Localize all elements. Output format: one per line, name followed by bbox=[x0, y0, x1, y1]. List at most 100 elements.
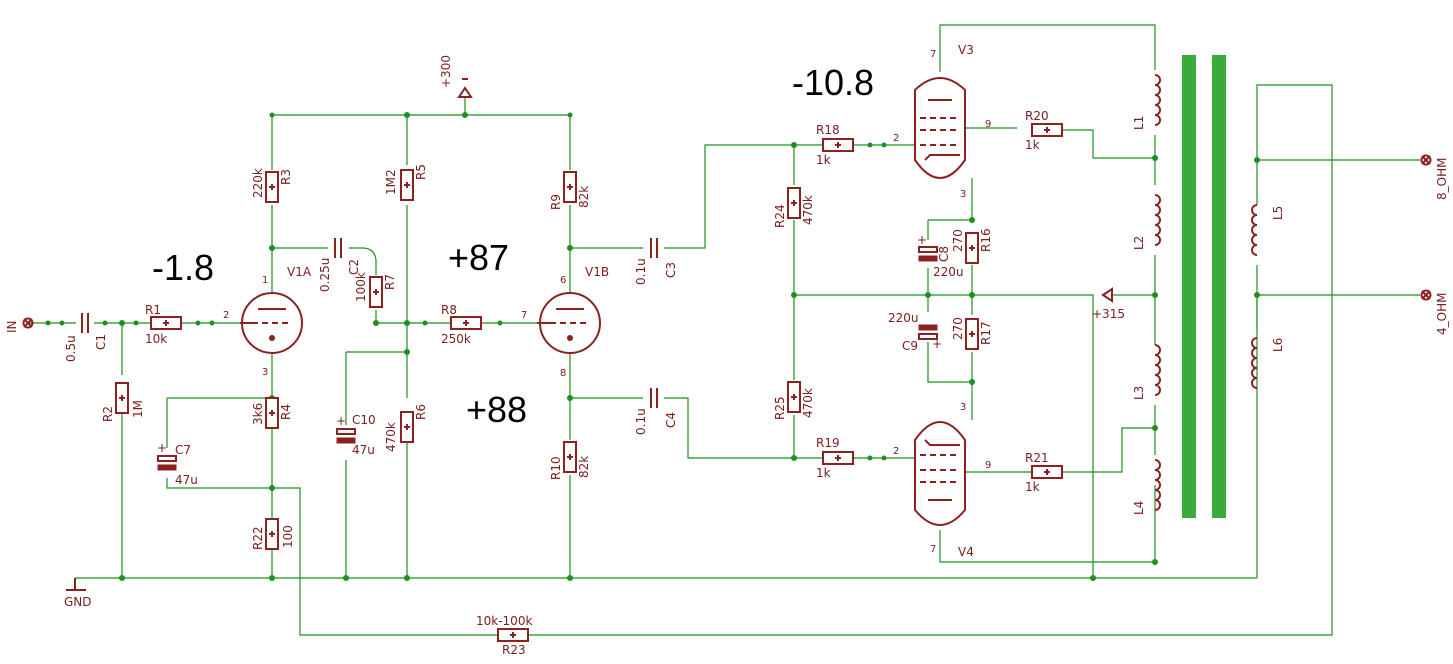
supply-315-symbol bbox=[1101, 287, 1113, 303]
r23-value: 10k-100k bbox=[476, 614, 532, 628]
inductor-l3[interactable] bbox=[1154, 344, 1161, 396]
l6-name: L6 bbox=[1271, 338, 1285, 352]
v4-pin-top: 3 bbox=[960, 402, 966, 413]
c9-plus-icon: + bbox=[932, 337, 942, 351]
capacitor-c8[interactable] bbox=[918, 246, 938, 262]
v1b-pin-plate: 6 bbox=[560, 275, 566, 286]
tube-v3[interactable] bbox=[914, 77, 966, 179]
resistor-r25[interactable] bbox=[787, 381, 801, 413]
r6-value: 470k bbox=[384, 422, 398, 452]
inductor-l4[interactable] bbox=[1154, 459, 1161, 511]
c9-name: C9 bbox=[902, 339, 918, 353]
tube-v4[interactable] bbox=[914, 421, 966, 526]
tube-v1b[interactable] bbox=[537, 292, 601, 354]
c8-value: 220u bbox=[933, 265, 964, 279]
resistor-r19[interactable] bbox=[822, 451, 854, 465]
r21-name: R21 bbox=[1025, 451, 1049, 465]
wires bbox=[28, 24, 1420, 636]
r18-value: 1k bbox=[816, 153, 831, 167]
voltage-annotation: +87 bbox=[448, 237, 509, 278]
r18-name: R18 bbox=[816, 123, 840, 137]
output-8ohm-terminal-icon[interactable] bbox=[1420, 154, 1432, 166]
capacitor-c3[interactable] bbox=[650, 237, 658, 259]
resistor-r9[interactable] bbox=[563, 171, 577, 203]
r17-value: 270 bbox=[951, 317, 965, 340]
r3-value: 220k bbox=[251, 168, 265, 198]
v4-label: V4 bbox=[958, 545, 974, 559]
inductor-l6[interactable] bbox=[1251, 337, 1258, 389]
ground-label: GND bbox=[64, 595, 92, 609]
c7-name: C7 bbox=[175, 443, 191, 457]
v3-pin-top: 7 bbox=[930, 49, 936, 60]
resistor-r7[interactable] bbox=[369, 276, 383, 308]
v4-pin-screen: 9 bbox=[985, 460, 991, 471]
resistor-r8[interactable] bbox=[450, 316, 482, 330]
r10-value: 82k bbox=[577, 456, 591, 478]
v1a-pin-plate: 1 bbox=[262, 275, 268, 286]
l2-name: L2 bbox=[1132, 236, 1146, 250]
r1-name: R1 bbox=[145, 303, 161, 317]
r8-value: 250k bbox=[441, 332, 471, 346]
resistor-r18[interactable] bbox=[822, 138, 854, 152]
inductor-l2[interactable] bbox=[1154, 194, 1161, 246]
r16-value: 270 bbox=[951, 229, 965, 252]
v3-pin-grid: 2 bbox=[893, 133, 899, 144]
resistor-r21[interactable] bbox=[1031, 465, 1063, 479]
l3-name: L3 bbox=[1132, 386, 1146, 400]
v1a-label: V1A bbox=[287, 265, 312, 279]
supply-300-symbol bbox=[457, 78, 473, 98]
v4-pin-grid: 2 bbox=[893, 446, 899, 457]
capacitor-c10[interactable] bbox=[336, 428, 356, 444]
r4-name: R4 bbox=[279, 404, 293, 420]
resistor-r16[interactable] bbox=[965, 232, 979, 264]
r24-name: R24 bbox=[773, 204, 787, 228]
ground-symbol bbox=[66, 578, 86, 591]
resistor-r4[interactable] bbox=[265, 397, 279, 429]
c9-value: 220u bbox=[888, 311, 919, 325]
voltage-annotation: -1.8 bbox=[152, 247, 214, 288]
resistor-r5[interactable] bbox=[400, 169, 414, 201]
c4-name: C4 bbox=[664, 412, 678, 428]
resistor-r22[interactable] bbox=[265, 518, 279, 550]
transformer-core-bar bbox=[1212, 55, 1226, 518]
l1-name: L1 bbox=[1132, 116, 1146, 130]
r19-value: 1k bbox=[816, 466, 831, 480]
r7-name: R7 bbox=[383, 274, 397, 290]
v3-pin-cathode: 3 bbox=[960, 189, 966, 200]
r21-value: 1k bbox=[1025, 480, 1040, 494]
resistor-r6[interactable] bbox=[400, 411, 414, 443]
resistor-r24[interactable] bbox=[787, 187, 801, 219]
l5-name: L5 bbox=[1271, 206, 1285, 220]
resistor-r17[interactable] bbox=[965, 318, 979, 350]
resistor-r20[interactable] bbox=[1031, 123, 1063, 137]
capacitor-c7[interactable] bbox=[157, 455, 177, 471]
supply-315-label: +315 bbox=[1092, 307, 1125, 321]
v1a-pin-grid: 2 bbox=[223, 310, 229, 321]
c2-name: C2 bbox=[347, 259, 361, 275]
inductor-l5[interactable] bbox=[1251, 204, 1258, 256]
r20-value: 1k bbox=[1025, 138, 1040, 152]
c3-value: 0.1u bbox=[634, 258, 648, 285]
resistor-r23[interactable] bbox=[497, 628, 529, 642]
resistor-r3[interactable] bbox=[265, 171, 279, 203]
r23-name: R23 bbox=[502, 643, 526, 657]
inductor-l1[interactable] bbox=[1154, 74, 1161, 126]
r16-name: R16 bbox=[979, 228, 993, 252]
r20-name: R20 bbox=[1025, 109, 1049, 123]
output-4ohm-terminal-icon[interactable] bbox=[1420, 289, 1432, 301]
v3-pin-screen: 9 bbox=[985, 119, 991, 130]
output-8ohm-label: 8_OHM bbox=[1435, 158, 1449, 200]
resistor-r1[interactable] bbox=[150, 316, 182, 330]
resistor-r10[interactable] bbox=[563, 441, 577, 473]
resistor-r2[interactable] bbox=[115, 382, 129, 414]
voltage-annotation: -10.8 bbox=[792, 62, 874, 103]
r6-name: R6 bbox=[414, 404, 428, 420]
c3-name: C3 bbox=[664, 262, 678, 278]
capacitor-c2[interactable] bbox=[334, 237, 342, 259]
capacitor-c4[interactable] bbox=[650, 387, 658, 409]
capacitor-c1[interactable] bbox=[81, 312, 89, 334]
c10-value: 47u bbox=[352, 443, 375, 457]
input-label: IN bbox=[5, 320, 19, 333]
tube-v1a[interactable] bbox=[240, 292, 303, 354]
